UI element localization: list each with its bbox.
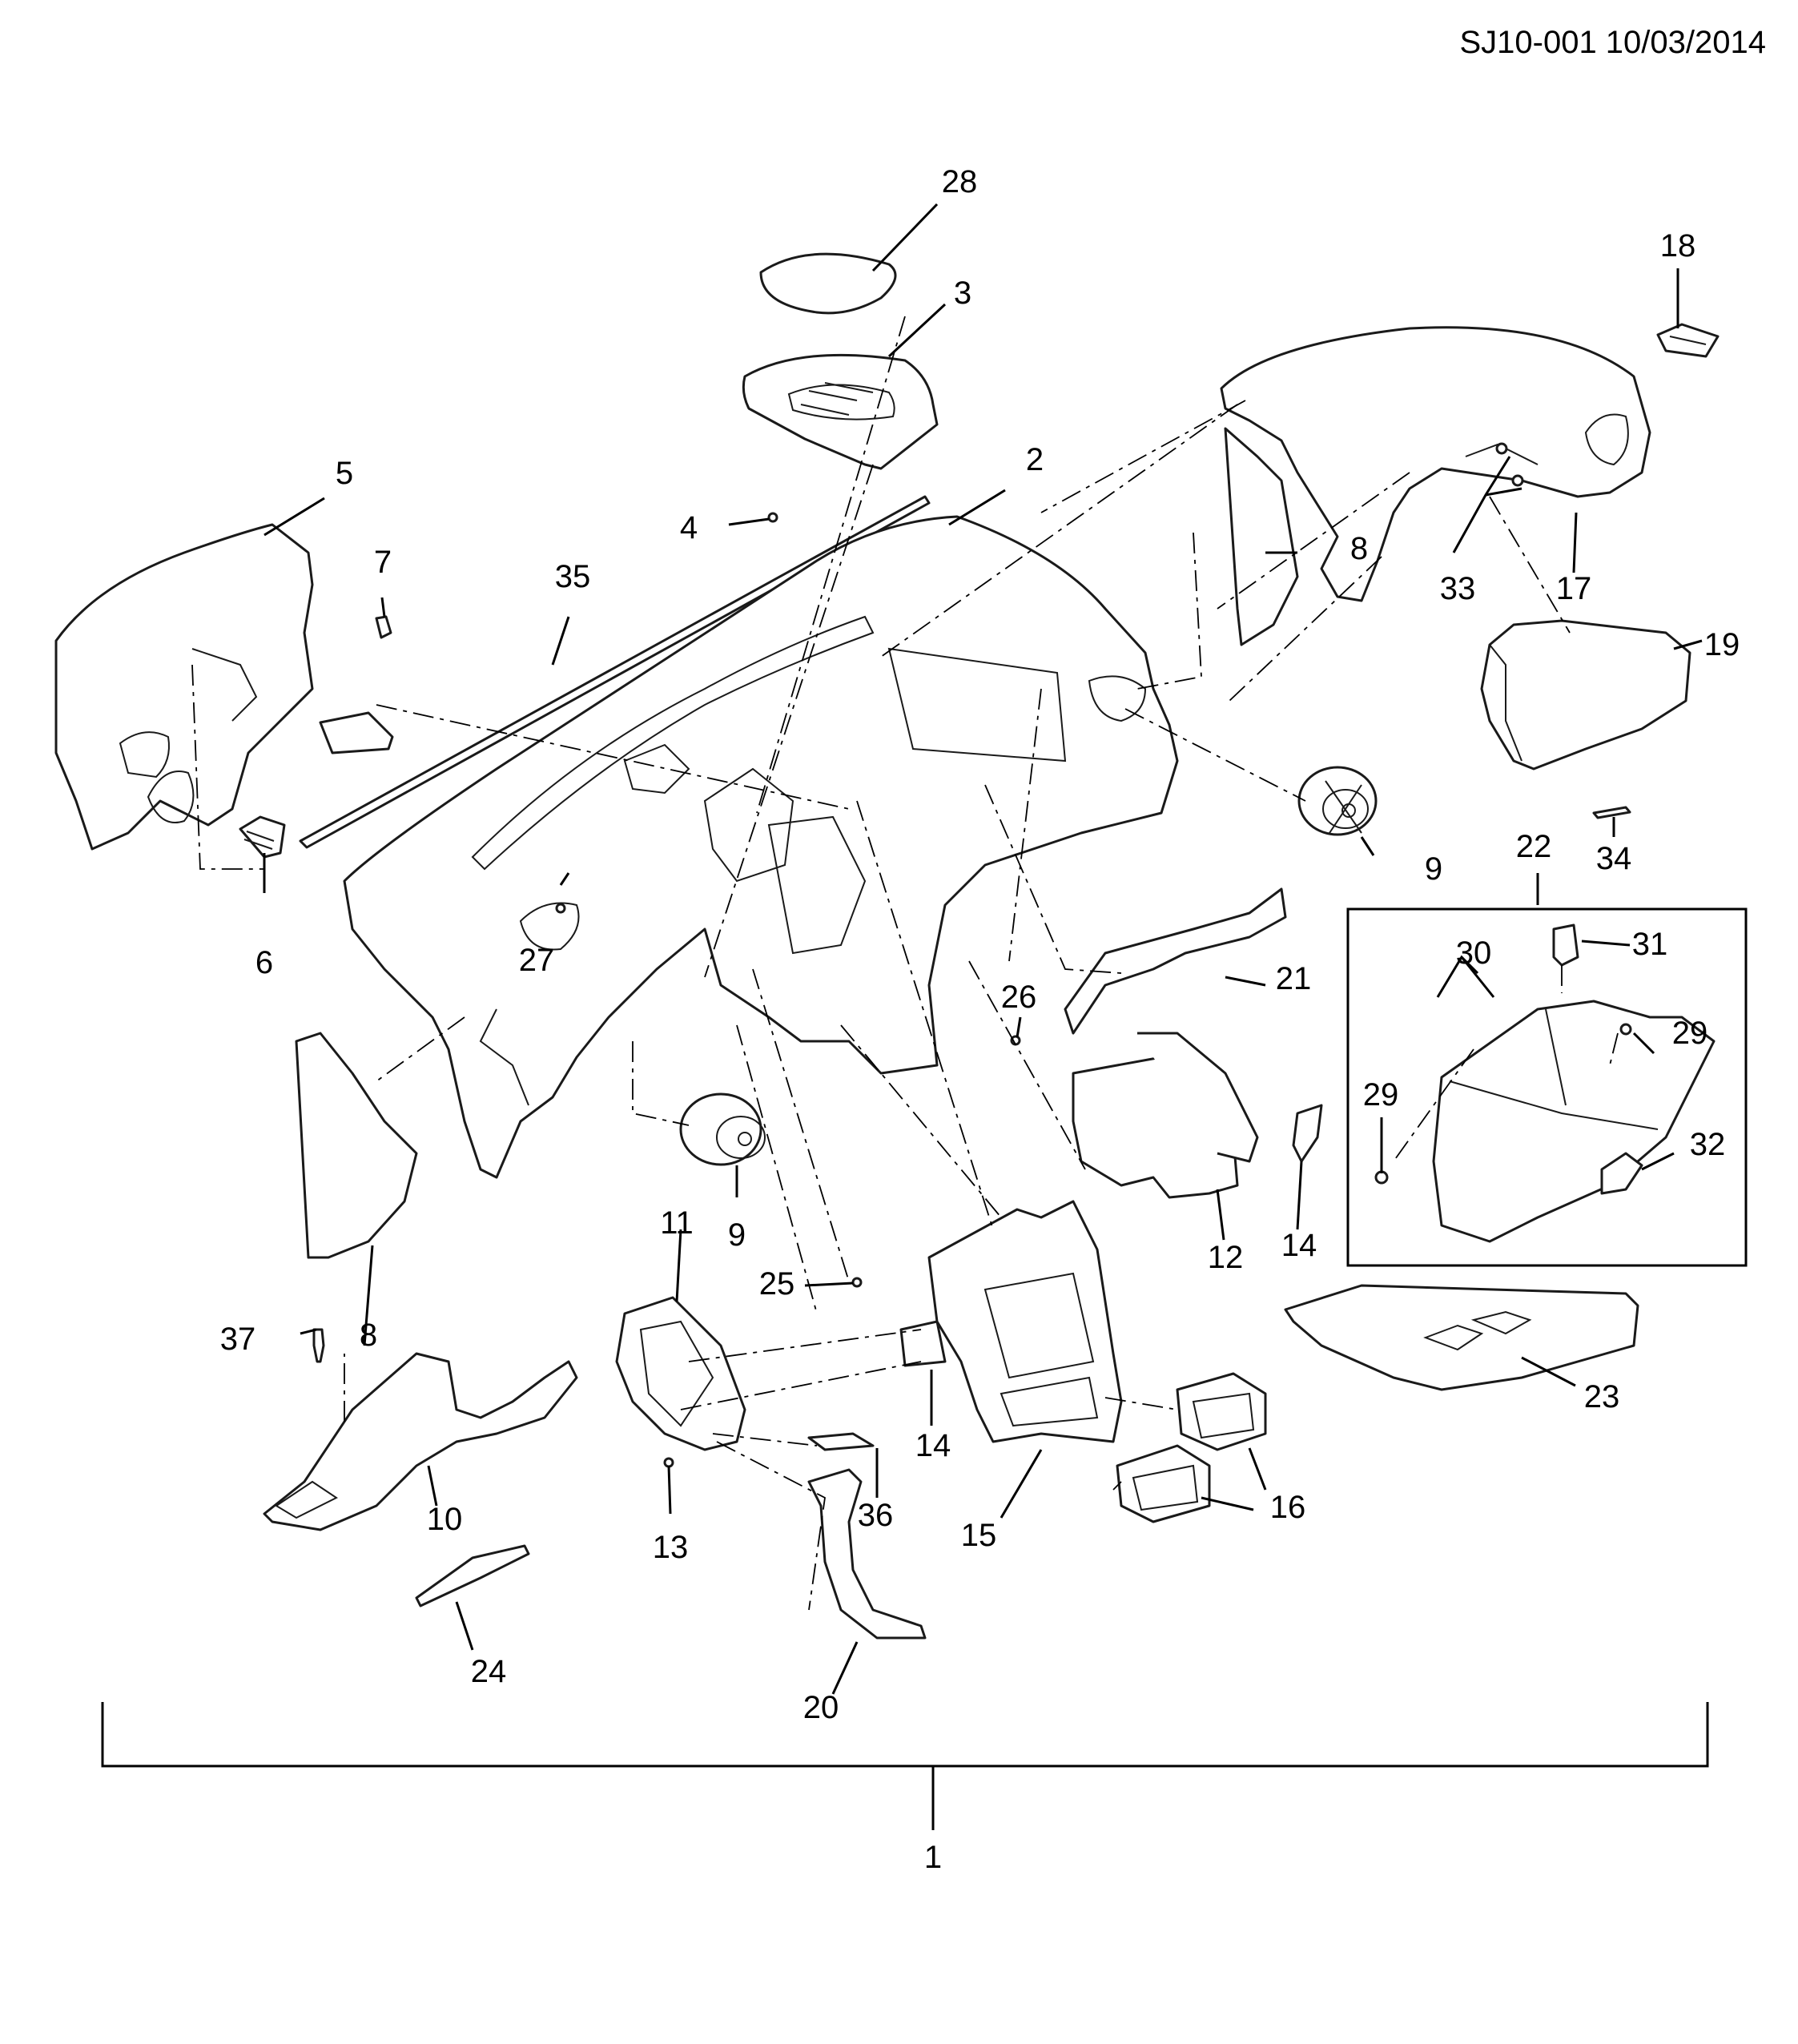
- part-22-glovebox: [1432, 1000, 1716, 1243]
- part-23-knee-bolster: [1284, 1284, 1639, 1391]
- callout-2: 2: [1026, 442, 1044, 477]
- callout-26: 26: [1001, 980, 1037, 1015]
- part-28-pad: [759, 252, 897, 315]
- callout-3: 3: [954, 276, 971, 311]
- part-2-instrument-panel: [343, 515, 1179, 1179]
- callout-15: 15: [961, 1518, 997, 1553]
- part-9-right-vent: [1297, 766, 1378, 836]
- callout-29-left: 29: [1363, 1077, 1399, 1113]
- part-33-clip-b: [1511, 474, 1524, 487]
- part-11-side-bezel: [615, 1296, 746, 1451]
- callout-20: 20: [803, 1690, 839, 1725]
- part-21-bracket: [1064, 887, 1287, 1035]
- callout-9-left: 9: [728, 1217, 746, 1253]
- part-14-right-cap: [1292, 1104, 1323, 1163]
- part-10-lower-trim: [263, 1352, 578, 1531]
- part-24-small-trim: [415, 1544, 530, 1607]
- callout-21: 21: [1276, 961, 1312, 996]
- part-25-screw: [851, 1277, 863, 1288]
- part-12-cluster-housing: [1072, 1032, 1259, 1199]
- part-27-screw: [555, 903, 566, 914]
- part-14-left-cap: [899, 1320, 947, 1367]
- callout-16-upper: 16: [1270, 1490, 1306, 1525]
- drawing-code: SJ10-001 10/03/2014: [1459, 25, 1766, 60]
- callout-34: 34: [1596, 841, 1632, 876]
- inset-frame-glovebox: [1346, 907, 1748, 1267]
- callout-24: 24: [471, 1654, 507, 1689]
- part-9-left-vent: [679, 1092, 766, 1166]
- callout-18: 18: [1660, 228, 1696, 264]
- callout-12: 12: [1208, 1240, 1244, 1275]
- callout-8-right: 8: [1350, 531, 1368, 566]
- callout-10: 10: [427, 1502, 463, 1537]
- part-13-screw: [663, 1457, 674, 1468]
- callout-8-left: 8: [360, 1318, 377, 1353]
- part-8-right-trim: [1224, 427, 1299, 646]
- callout-37: 37: [220, 1322, 256, 1357]
- part-15-center-bezel: [927, 1200, 1123, 1443]
- callout-36: 36: [858, 1498, 894, 1533]
- callout-1: 1: [924, 1840, 942, 1875]
- part-34-label: [1592, 806, 1631, 819]
- callout-32: 32: [1690, 1127, 1726, 1162]
- leader-lines: [263, 203, 1703, 1695]
- callout-35: 35: [555, 559, 591, 594]
- part-4-screw: [767, 512, 778, 523]
- callout-4: 4: [680, 510, 698, 545]
- part-20-long-trim: [807, 1468, 927, 1640]
- callout-7: 7: [374, 545, 392, 580]
- part-35-strip: [299, 495, 931, 849]
- callout-14-right: 14: [1281, 1228, 1317, 1263]
- callout-5: 5: [336, 456, 353, 491]
- callout-19: 19: [1704, 627, 1740, 662]
- callout-11: 11: [660, 1205, 694, 1241]
- callout-23: 23: [1584, 1379, 1620, 1414]
- callout-14-left: 14: [915, 1428, 951, 1463]
- callout-31: 31: [1632, 927, 1668, 962]
- part-33-clip-a: [1495, 442, 1508, 455]
- part-16-upper-vent: [1176, 1372, 1267, 1451]
- part-6-vent: [239, 815, 286, 859]
- part-3-center-cover: [742, 353, 939, 470]
- part-7-bracket: [319, 711, 394, 754]
- part-7-clip: [375, 615, 392, 639]
- part-18-tweeter-grille: [1656, 323, 1720, 358]
- part-31-striker: [1552, 923, 1579, 967]
- part-37-screw: [312, 1328, 325, 1363]
- part-29-screw-left: [1374, 1170, 1389, 1185]
- part-16-lower-vent: [1116, 1444, 1211, 1523]
- part-8-left-trim: [295, 1032, 418, 1259]
- callout-25: 25: [759, 1266, 795, 1302]
- part-32-latch: [1600, 1152, 1643, 1195]
- callout-labels: 1 2 3 4 5 6 7 8 8 9 9 10 11 12 13 14 14 …: [220, 164, 1740, 1875]
- part-19-airbag-module: [1480, 619, 1691, 771]
- callout-27: 27: [519, 943, 555, 978]
- callout-29-right: 29: [1672, 1016, 1708, 1051]
- part-36-plate: [807, 1432, 875, 1451]
- callout-9-right: 9: [1425, 851, 1442, 887]
- part-5-left-panel: [54, 523, 314, 851]
- callout-17: 17: [1556, 571, 1592, 606]
- assembly-bracket: [101, 1702, 1709, 1830]
- callout-6: 6: [255, 945, 273, 980]
- callout-13: 13: [653, 1530, 689, 1565]
- part-29-screw-right: [1619, 1023, 1632, 1036]
- callout-28: 28: [942, 164, 978, 199]
- callout-22: 22: [1516, 829, 1552, 864]
- callout-33: 33: [1440, 571, 1476, 606]
- assembly-lines: [191, 316, 1619, 1611]
- callout-30: 30: [1456, 935, 1492, 971]
